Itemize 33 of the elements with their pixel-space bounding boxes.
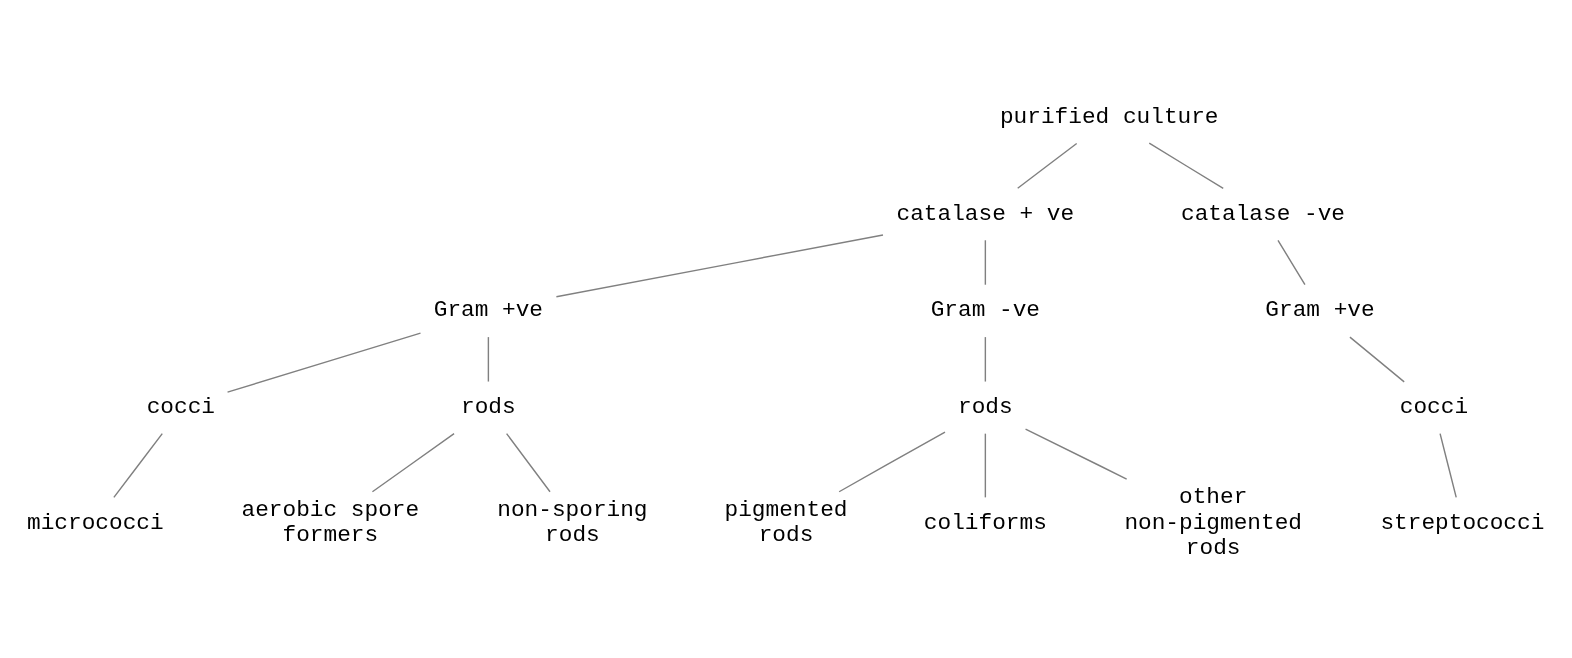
connector <box>984 432 987 498</box>
connector <box>113 432 163 498</box>
node-text: aerobic spore formers <box>241 496 420 548</box>
node-text: Gram +ve <box>1265 296 1375 323</box>
connector <box>1024 427 1128 480</box>
connector <box>984 335 987 382</box>
node-text: rods <box>958 393 1013 420</box>
connector <box>1017 142 1078 189</box>
node-text: streptococci <box>1380 509 1545 536</box>
node-text: rods <box>461 393 516 420</box>
node-text: other non-pigmented rods <box>1124 483 1302 561</box>
node-text: non-sporing rods <box>497 496 648 548</box>
node-text: coliforms <box>923 509 1047 536</box>
connector <box>838 430 946 492</box>
node-text: Gram +ve <box>433 296 544 323</box>
node-text: Gram -ve <box>930 296 1041 323</box>
connector <box>1439 432 1457 498</box>
node-text: pigmented rods <box>724 496 848 548</box>
node-text: cocci <box>146 393 215 420</box>
connector <box>555 233 884 297</box>
node-text: micrococci <box>27 509 164 536</box>
connector <box>1349 335 1405 383</box>
connector <box>984 239 987 285</box>
connector <box>487 335 490 382</box>
connector <box>371 432 455 492</box>
connector <box>226 331 422 393</box>
connector <box>1148 142 1224 189</box>
node-text: purified culture <box>999 103 1219 130</box>
node-text: catalase + ve <box>896 200 1075 227</box>
connector <box>1277 239 1306 285</box>
connector <box>505 432 551 492</box>
node-text: cocci <box>1399 393 1469 420</box>
node-text: catalase -ve <box>1181 200 1346 227</box>
